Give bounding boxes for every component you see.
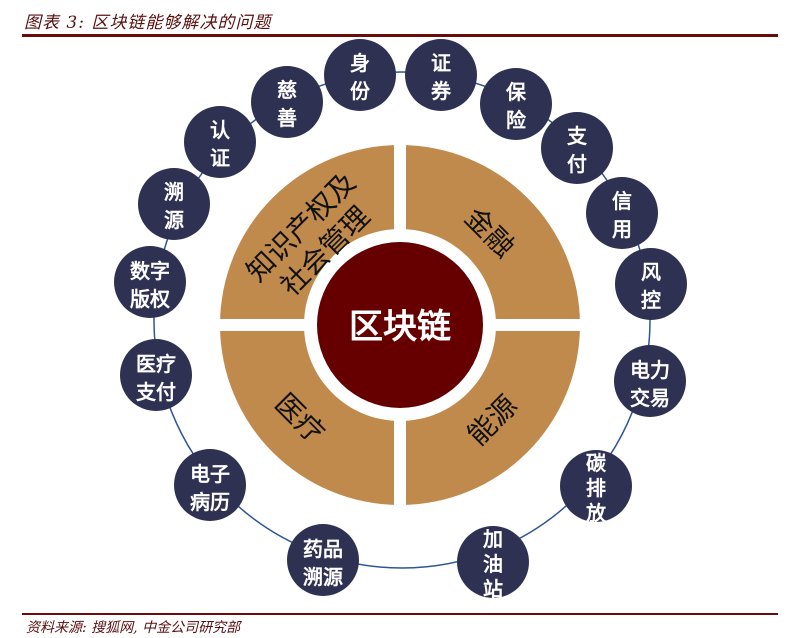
- source-rule: [22, 613, 778, 615]
- svg-text:站: 站: [483, 577, 503, 601]
- svg-text:源: 源: [164, 208, 184, 232]
- node-carbon-emission: 碳 排 放: [560, 450, 632, 525]
- svg-text:电力: 电力: [630, 358, 670, 382]
- title-rule: [22, 34, 778, 37]
- svg-text:数字: 数字: [130, 259, 170, 283]
- svg-text:付: 付: [567, 152, 587, 176]
- node-gas-station: 加 油 站: [457, 526, 529, 601]
- svg-text:支付: 支付: [136, 380, 176, 404]
- svg-text:溯: 溯: [164, 180, 184, 204]
- svg-text:医疗: 医疗: [136, 352, 176, 376]
- svg-text:排: 排: [586, 476, 606, 500]
- center-circle: [317, 242, 483, 408]
- svg-text:善: 善: [277, 106, 297, 130]
- svg-text:控: 控: [641, 288, 661, 312]
- svg-text:信: 信: [612, 189, 632, 213]
- svg-text:证: 证: [431, 51, 451, 75]
- node-charity: 慈 善: [251, 66, 323, 138]
- svg-text:保: 保: [505, 80, 527, 104]
- svg-text:险: 险: [506, 108, 527, 132]
- node-credit: 信 用: [586, 177, 658, 249]
- node-insurance: 保 险: [480, 68, 552, 140]
- svg-text:版权: 版权: [130, 287, 171, 311]
- connector-ring: [153, 71, 651, 569]
- node-power-trading: 电力 交易: [614, 345, 686, 417]
- node-traceability: 溯 源: [138, 168, 210, 240]
- node-securities: 证 券: [405, 39, 477, 111]
- svg-text:电子: 电子: [190, 462, 230, 486]
- svg-text:风: 风: [641, 260, 661, 284]
- svg-text:加: 加: [482, 527, 503, 551]
- figure-title: 图表 3: 区块链能够解决的问题: [24, 13, 272, 33]
- svg-text:慈: 慈: [277, 78, 297, 102]
- svg-text:份: 份: [350, 79, 371, 103]
- svg-text:病历: 病历: [190, 490, 230, 514]
- node-drug-traceability: 药品 溯源: [287, 524, 359, 596]
- svg-text:券: 券: [430, 79, 452, 103]
- node-risk-control: 风 控: [615, 248, 687, 320]
- svg-text:交易: 交易: [630, 386, 670, 410]
- center-label: 区块链: [349, 307, 451, 347]
- svg-text:放: 放: [585, 501, 607, 525]
- svg-text:认: 认: [210, 118, 231, 142]
- svg-text:身: 身: [350, 51, 370, 75]
- node-digital-copyright: 数字 版权: [114, 246, 186, 318]
- svg-text:碳: 碳: [586, 451, 607, 475]
- svg-text:药品: 药品: [303, 537, 343, 561]
- svg-text:支: 支: [567, 124, 588, 148]
- node-payment: 支 付: [541, 112, 613, 184]
- node-identity: 身 份: [324, 39, 396, 111]
- svg-text:油: 油: [483, 552, 503, 576]
- node-electronic-records: 电子 病历: [174, 449, 246, 521]
- node-medical-payment: 医疗 支付: [120, 339, 192, 411]
- svg-text:证: 证: [210, 146, 230, 170]
- svg-text:溯源: 溯源: [303, 565, 343, 589]
- svg-text:用: 用: [612, 217, 632, 241]
- source-note: 资料来源: 搜狐网, 中金公司研究部: [26, 620, 241, 636]
- node-authentication: 认 证: [184, 106, 256, 178]
